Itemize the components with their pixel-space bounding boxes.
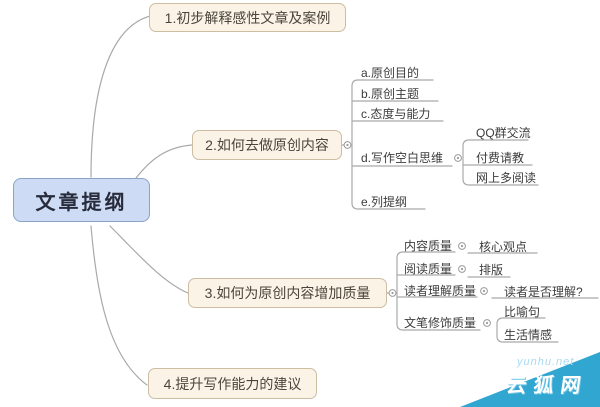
- subtopic-writing-blank-thinking[interactable]: d.写作空白思维: [361, 151, 444, 165]
- leaf-read-online[interactable]: 网上多阅读: [476, 171, 537, 185]
- subtopic-original-theme[interactable]: b.原创主题: [361, 87, 420, 101]
- leaf-metaphor-sentence[interactable]: 比喻句: [504, 305, 541, 319]
- collapse-toggle-branch2[interactable]: [343, 141, 352, 149]
- collapse-toggle-row3[interactable]: [480, 287, 488, 295]
- branch1-curve: [90, 15, 151, 178]
- branch4-label: 4.提升写作能力的建议: [163, 375, 302, 392]
- branch1-label: 1.初步解释感性文章及案例: [164, 9, 331, 26]
- leaf-does-reader-understand[interactable]: 读者是否理解?: [504, 285, 583, 299]
- watermark-triangle: [460, 352, 600, 407]
- subtopic-reader-comprehension-quality[interactable]: 读者理解质量: [404, 284, 477, 298]
- subtopic-content-quality[interactable]: 内容质量: [404, 239, 453, 253]
- subtopic-attitude-ability[interactable]: c.态度与能力: [361, 107, 431, 121]
- branch3-label: 3.如何为原创内容增加质量: [204, 285, 371, 301]
- branch4-curve: [90, 225, 148, 386]
- collapse-toggle-row4[interactable]: [483, 319, 491, 327]
- collapse-toggle-row2[interactable]: [458, 265, 466, 273]
- branch-node-4[interactable]: 4.提升写作能力的建议: [148, 368, 317, 399]
- watermark-site-name: 云狐网: [505, 375, 590, 397]
- subtopic-reading-quality[interactable]: 阅读质量: [404, 262, 453, 276]
- row4-children-bracket: [496, 317, 559, 343]
- branch2-curve: [135, 144, 193, 179]
- watermark-domain: yunhu.net: [517, 356, 575, 368]
- subtopic-style-polish-quality[interactable]: 文笔修饰质量: [404, 316, 477, 330]
- root-label: 文章提纲: [35, 191, 128, 214]
- leaf-qq-group[interactable]: QQ群交流: [476, 126, 531, 140]
- collapse-toggle-row1[interactable]: [458, 242, 466, 250]
- leaf-core-viewpoint[interactable]: 核心观点: [479, 240, 528, 254]
- subtopic-make-outline[interactable]: e.列提纲: [361, 195, 408, 209]
- branch-node-1[interactable]: 1.初步解释感性文章及案例: [149, 3, 346, 32]
- collapse-toggle-d[interactable]: [454, 154, 462, 162]
- leaf-life-emotion[interactable]: 生活情感: [504, 328, 553, 342]
- branch-node-3[interactable]: 3.如何为原创内容增加质量: [188, 278, 387, 308]
- root-node[interactable]: 文章提纲: [13, 178, 150, 222]
- leaf-typesetting[interactable]: 排版: [479, 263, 504, 277]
- branch2-label: 2.如何去做原创内容: [205, 137, 329, 153]
- leaf-paid-advice[interactable]: 付费请教: [476, 151, 525, 165]
- d-children-bracket: [462, 139, 539, 186]
- branch-node-2[interactable]: 2.如何去做原创内容: [192, 130, 342, 160]
- subtopic-original-purpose[interactable]: a.原创目的: [361, 66, 420, 80]
- branch3-curve: [109, 225, 189, 294]
- collapse-toggle-branch3[interactable]: [388, 289, 397, 297]
